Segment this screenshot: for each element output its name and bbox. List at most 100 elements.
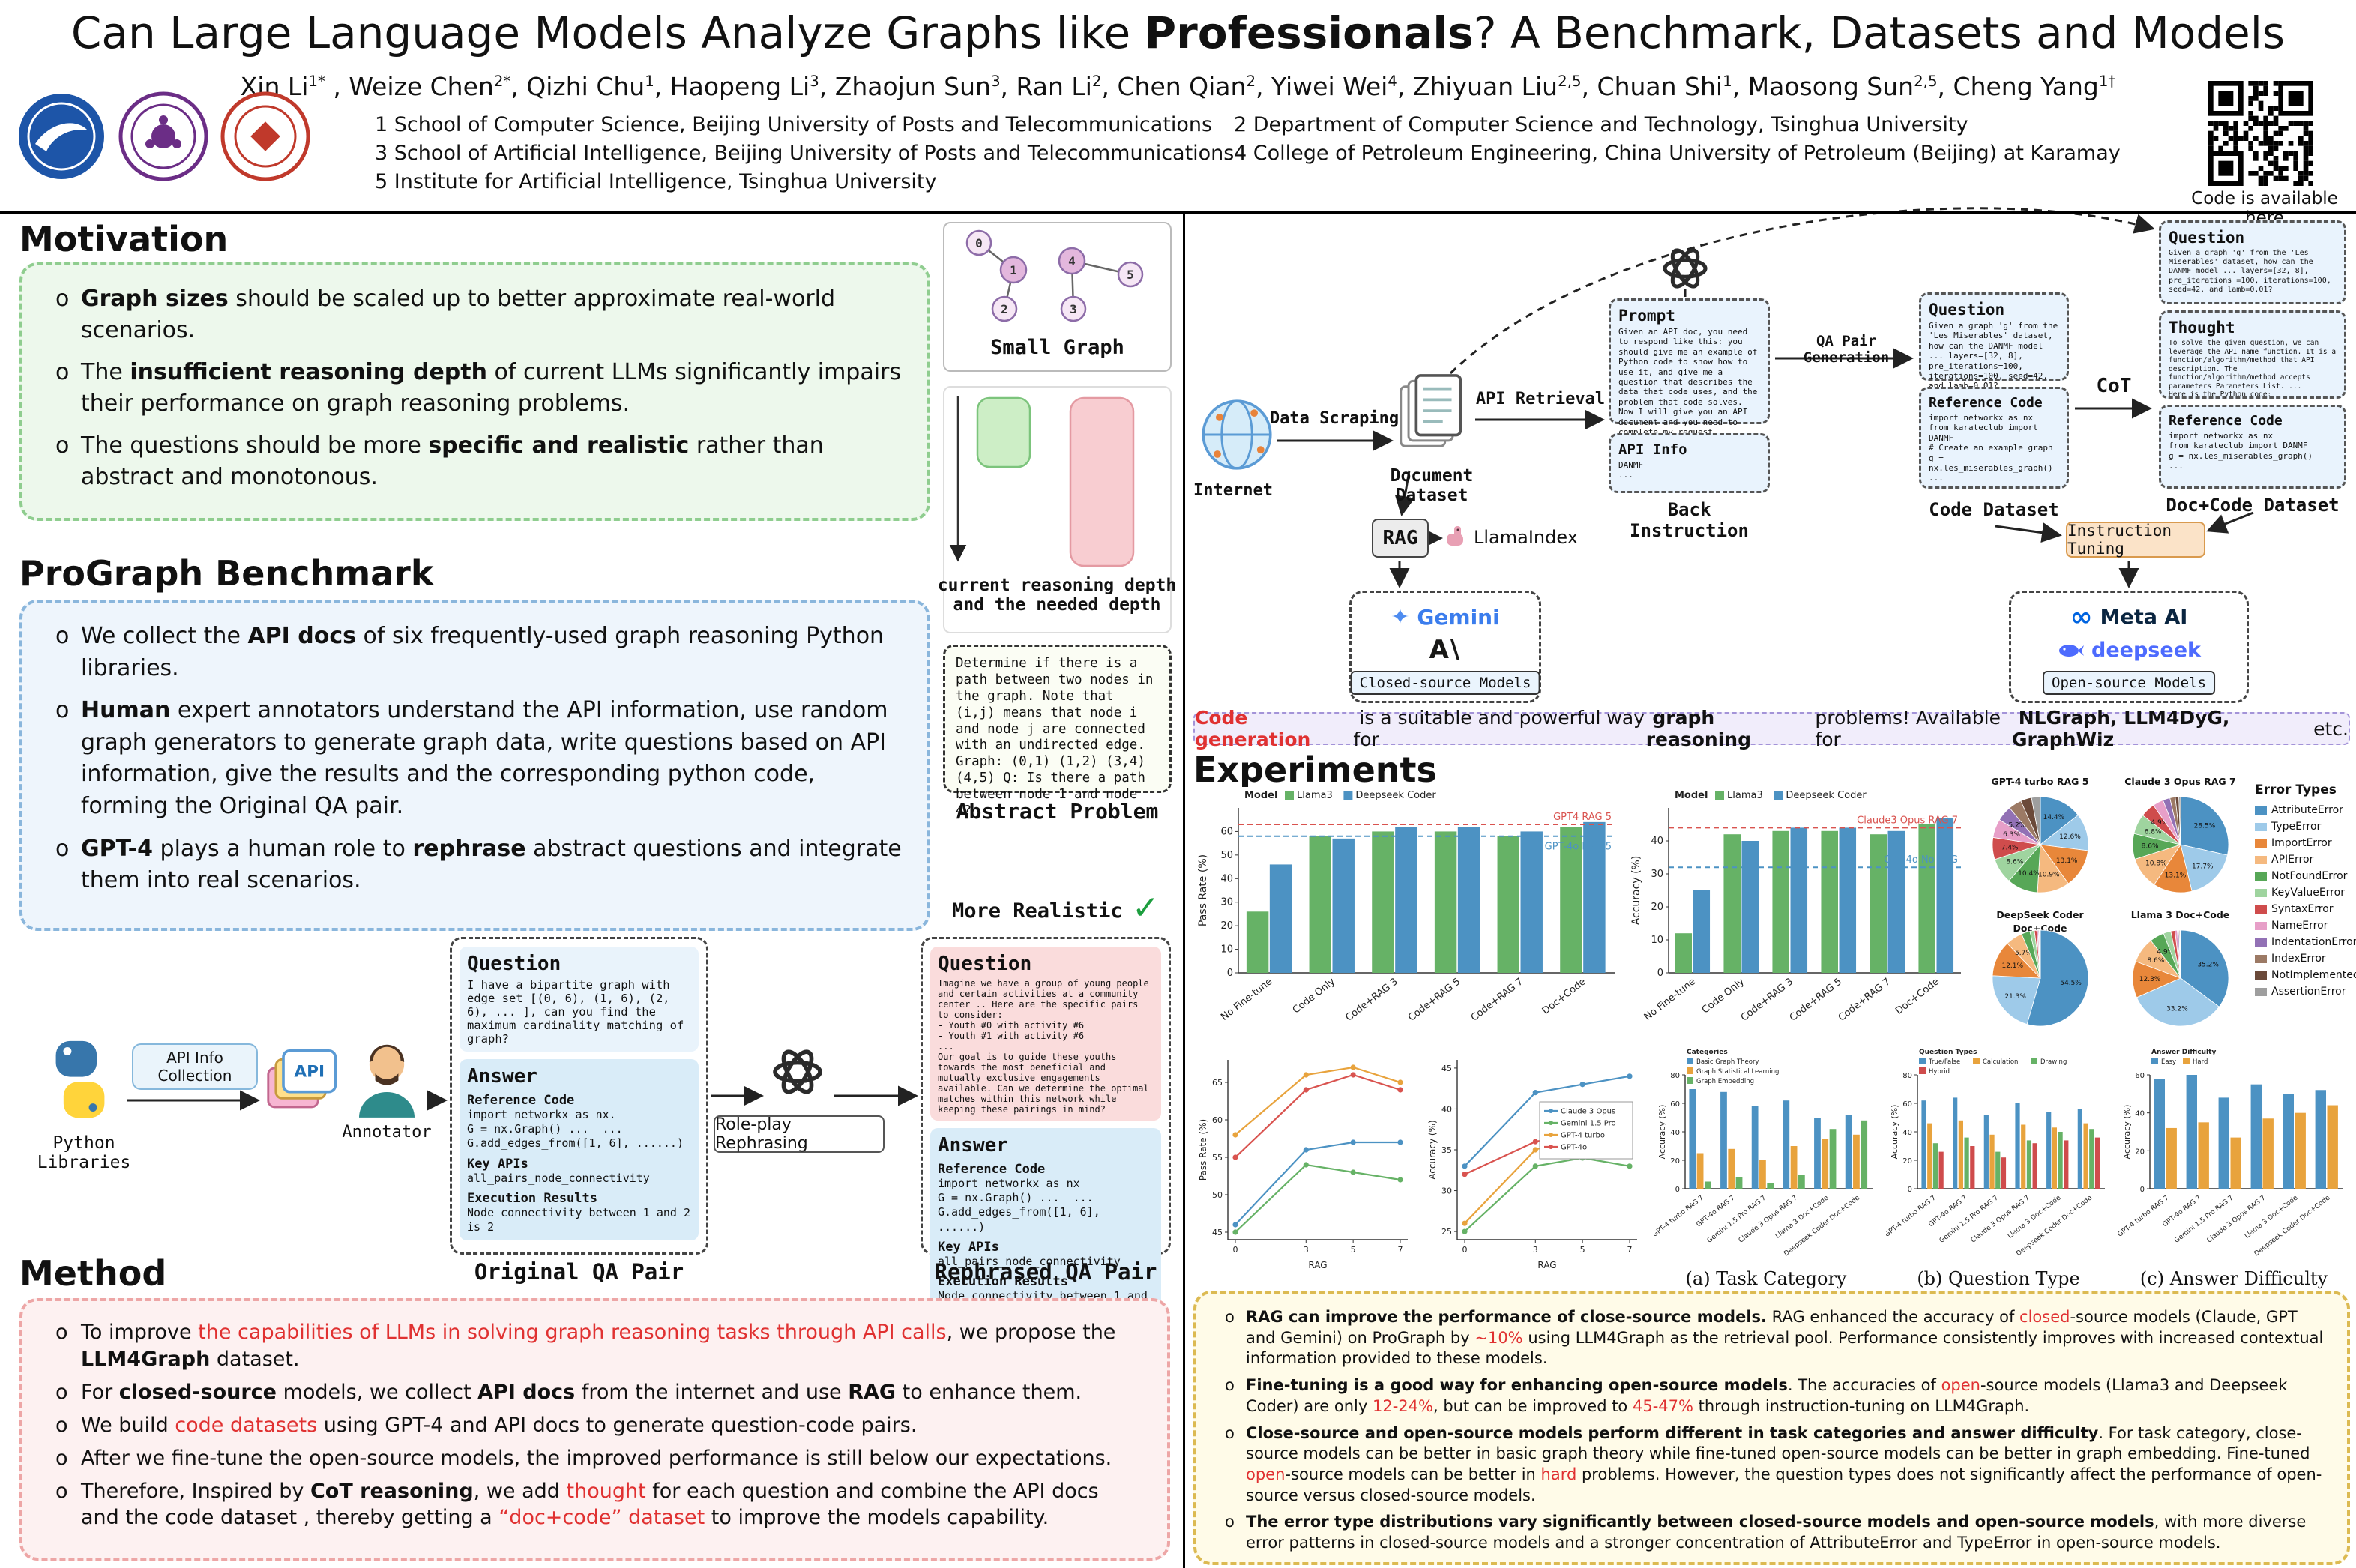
svg-text:13.1%: 13.1% [2055, 857, 2077, 865]
list-item: 1 School of Computer Science, Beijing Un… [375, 113, 1213, 136]
api-info-collection-box: API Info Collection [132, 1043, 258, 1090]
svg-text:Code+RAG 3: Code+RAG 3 [1343, 976, 1400, 1023]
list-item: Graph sizes should be scaled up to bette… [48, 283, 902, 346]
svg-text:50: 50 [1220, 850, 1233, 861]
svg-text:Basic Graph Theory: Basic Graph Theory [1696, 1058, 1759, 1066]
svg-text:8.6%: 8.6% [2141, 843, 2158, 851]
llamaindex-text: LlamaIndex [1474, 527, 1578, 548]
code-dataset-caption: Code Dataset [1929, 499, 2059, 520]
meta-infinity-icon: ∞ [2070, 601, 2093, 633]
svg-text:45: 45 [1212, 1228, 1223, 1237]
list-item: Human expert annotators understand the A… [48, 695, 902, 822]
original-qa-pair: Question I have a bipartite graph with e… [450, 937, 708, 1255]
svg-text:Gemini 1.5 Pro: Gemini 1.5 Pro [1561, 1120, 1616, 1128]
doc-question-card: Question Given a graph 'g' from the 'Les… [2159, 220, 2346, 304]
svg-text:13.1%: 13.1% [2164, 872, 2186, 879]
svg-text:30: 30 [1220, 897, 1233, 908]
cot-label: CoT [2096, 375, 2132, 397]
openai-logo-icon [1663, 248, 1708, 289]
reasoning-depth-caption: current reasoning depth and the needed d… [937, 576, 1177, 615]
pie-title: DeepSeek Coder Doc+Code [1996, 909, 2084, 934]
answer-title: Answer [938, 1134, 1008, 1157]
key-apis: all_pairs_node_connectivity [467, 1171, 650, 1185]
svg-text:Calculation: Calculation [1983, 1058, 2018, 1066]
pie-title: Claude 3 Opus RAG 7 [2124, 776, 2236, 787]
chart-caption-c: (c) Answer Difficulty [2139, 1268, 2328, 1289]
svg-text:GPT-4 turbo RAG 7: GPT-4 turbo RAG 7 [2118, 1194, 2170, 1238]
svg-text:40: 40 [2135, 1110, 2145, 1118]
svg-text:50: 50 [1212, 1190, 1223, 1200]
svg-text:Code+RAG 3: Code+RAG 3 [1739, 976, 1795, 1023]
svg-text:10.9%: 10.9% [2038, 871, 2060, 878]
prompt-text: Given an API doc, you need to respond li… [1618, 327, 1763, 438]
rag-box: RAG [1372, 519, 1429, 558]
svg-text:4.9%: 4.9% [2157, 948, 2174, 956]
python-libraries-label: Python Libraries [37, 1133, 131, 1172]
list-item: Therefore, Inspired by CoT reasoning, we… [48, 1478, 1142, 1532]
svg-text:Accuracy (%): Accuracy (%) [1630, 856, 1642, 926]
svg-text:3: 3 [1070, 302, 1077, 316]
meta-ai-logo: ∞ Meta AI [2070, 601, 2188, 633]
openai-logo-icon [773, 1049, 822, 1094]
svg-text:Model: Model [1244, 790, 1277, 801]
svg-text:45: 45 [1441, 1064, 1452, 1073]
api-docs-icon: API [267, 1049, 337, 1109]
svg-text:Answer Difficulty: Answer Difficulty [2151, 1049, 2216, 1056]
svg-text:0: 0 [2140, 1186, 2145, 1194]
svg-text:Pass Rate (%): Pass Rate (%) [1197, 854, 1209, 926]
svg-text:30: 30 [1651, 869, 1663, 880]
svg-text:Doc+Code: Doc+Code [1540, 976, 1588, 1016]
svg-text:4.9%: 4.9% [2151, 819, 2168, 827]
svg-text:17.7%: 17.7% [2191, 863, 2213, 871]
check-icon: ✓ [1132, 889, 1160, 927]
svg-text:Claude 3 Opus: Claude 3 Opus [1561, 1108, 1615, 1116]
open-source-models-chip: Open-source Models [2043, 671, 2215, 695]
list-item: For closed-source models, we collect API… [48, 1379, 1142, 1406]
svg-text:Question Types: Question Types [1919, 1049, 1977, 1056]
abstract-problem-box: Determine if there is a path between two… [943, 645, 1172, 818]
reference-code-text: import networkx as nx from karateclub im… [1929, 413, 2053, 483]
svg-text:6.8%: 6.8% [2144, 828, 2161, 836]
list-item: 5 Institute for Artificial Intelligence,… [375, 170, 937, 193]
motivation-heading: Motivation [19, 219, 229, 259]
list-item: Fine-tuning is a good way for enhancing … [1217, 1375, 2326, 1417]
api-retrieval-label: API Retrieval [1475, 390, 1606, 408]
svg-text:55: 55 [1212, 1153, 1223, 1163]
reasoning-depth-figure [943, 386, 1172, 633]
svg-text:GPT-4o RAG 5: GPT-4o RAG 5 [1545, 842, 1612, 853]
code-question-card: Question Given a graph 'g' from the 'Les… [1919, 292, 2069, 391]
prompt-card: Prompt Given an API doc, you need to res… [1609, 298, 1770, 437]
reference-code: import networkx as nx G = nx.Graph() ...… [938, 1177, 1100, 1234]
question-title: Question [938, 953, 1032, 975]
document-dataset-label: Document Dataset [1390, 466, 1474, 505]
svg-text:0: 0 [1233, 1245, 1238, 1255]
svg-text:20: 20 [2135, 1148, 2145, 1156]
svg-text:8.6%: 8.6% [2006, 859, 2023, 866]
university-logo-bupt [19, 94, 104, 179]
legend-entry: SyntaxError [2255, 901, 2354, 917]
svg-text:7: 7 [1398, 1245, 1403, 1255]
svg-text:API: API [294, 1062, 325, 1081]
svg-text:Gemini 1.5 Pro RAG 7: Gemini 1.5 Pro RAG 7 [1938, 1194, 2000, 1244]
svg-text:20: 20 [1902, 1157, 1912, 1166]
closed-source-models-box: ✦ Gemini A\ Closed-source Models [1349, 591, 1541, 703]
svg-text:6.3%: 6.3% [2003, 831, 2020, 839]
roleplay-rephrasing-box: Role-play Rephrasing [714, 1115, 885, 1153]
python-icon [55, 1040, 105, 1118]
svg-text:Hybrid: Hybrid [1929, 1068, 1950, 1076]
svg-text:Deepseek Coder: Deepseek Coder [1786, 790, 1867, 801]
svg-text:40: 40 [1441, 1104, 1452, 1114]
svg-text:Doc+Code: Doc+Code [1893, 976, 1941, 1016]
anthropic-logo: A\ [1429, 635, 1462, 665]
legend-entry: AttributeError [2255, 802, 2354, 818]
svg-text:Accuracy (%): Accuracy (%) [1427, 1120, 1438, 1179]
svg-text:5: 5 [1351, 1245, 1356, 1255]
key-apis-label: Key APIs [938, 1239, 999, 1255]
thought-text: To solve the given question, we can leve… [2169, 339, 2337, 399]
reference-code-label: Reference Code [467, 1093, 575, 1108]
svg-text:Easy: Easy [2161, 1058, 2176, 1066]
svg-text:GPT-4 turbo: GPT-4 turbo [1561, 1132, 1605, 1140]
svg-text:Llama 3 Doc+Code: Llama 3 Doc+Code [2007, 1194, 2063, 1240]
